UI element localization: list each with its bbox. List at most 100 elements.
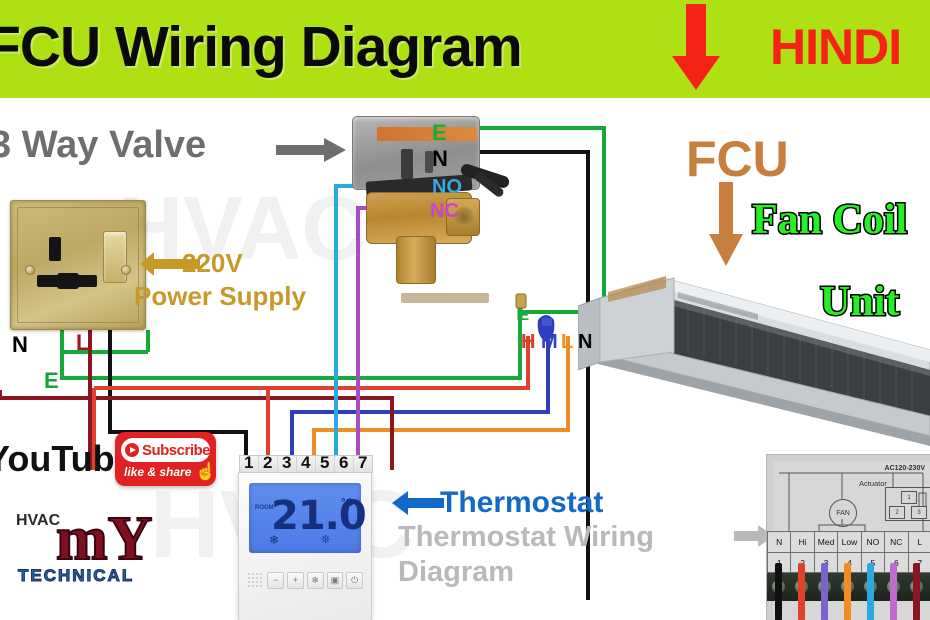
terminal-slot (335, 456, 354, 472)
subscribe-label: Subscribe (141, 441, 211, 459)
wiring-actuator-label: Actuator (859, 479, 887, 488)
wiring-terminal-name-med: Med (813, 531, 838, 553)
socket-neutral-pin (73, 275, 97, 287)
fcu-label: FCU (686, 131, 789, 187)
panel-wire-4-orange (844, 563, 851, 620)
panel-wire-1-black (775, 563, 782, 620)
panel-wire-5-cyan (867, 563, 874, 620)
plus-button[interactable]: + (287, 571, 304, 589)
minus-button[interactable]: − (267, 571, 285, 589)
thermostat-terminal-4: 4 (301, 453, 311, 472)
power-pointer-arrow-icon (140, 252, 200, 276)
valve-bottom-port (396, 236, 436, 284)
thermostat-terminal-5: 5 (320, 453, 330, 472)
valve-no-label: NO (432, 176, 462, 198)
fcu-earth-label: E (519, 307, 530, 324)
terminal-slot (316, 456, 335, 472)
snowflake-icon: ❄ (269, 533, 280, 547)
thermostat-terminal-3: 3 (282, 453, 292, 472)
wiring-actuator-box (885, 487, 930, 521)
wiring-terminal-name-hi: Hi (790, 531, 814, 553)
thermostat-terminal-6: 6 (339, 453, 349, 472)
terminal-slot (297, 456, 316, 472)
panel-wire-2-red (798, 563, 805, 620)
supply-live-label: L (76, 330, 90, 355)
youtube-label: YouTube (0, 438, 135, 479)
valve-side-port-bore (455, 207, 473, 227)
fcu-low-label: L (561, 331, 574, 353)
terminal-slot (240, 456, 259, 472)
three-way-valve (340, 110, 511, 303)
valve-pointer-arrow-icon (276, 138, 346, 162)
logo-top-text: HVAC (16, 512, 61, 529)
supply-neutral-label: N (12, 332, 28, 357)
valve-collar (401, 293, 489, 303)
supply-earth-label: E (44, 368, 59, 393)
fan-icon: ❊ (321, 534, 331, 546)
valve-neutral-label: N (432, 146, 448, 171)
wiring-diagram-pointer-arrow-icon (734, 525, 774, 547)
page-title: FCU Wiring Diagram (0, 15, 523, 79)
lcd-temperature-unit: °C (341, 497, 354, 509)
terminal-slot (259, 456, 278, 472)
valve-nc-label: NC (430, 200, 459, 222)
panel-wire-7-darkred (913, 563, 920, 620)
thermostat-lcd-display: ROOM 21.0 °C ❄ ❊ (249, 483, 367, 553)
power-socket (10, 200, 146, 330)
wiring-fan-symbol: FAN (829, 499, 857, 527)
valve-side-port (446, 198, 480, 236)
wiring-supply-label: AC120-230V (884, 465, 925, 472)
fan-speed-button[interactable]: ❄ (306, 571, 324, 589)
thermostat-label: Thermostat (440, 486, 604, 519)
subscribe-sub-label: like & share (124, 465, 192, 479)
down-arrow-icon (672, 4, 720, 90)
terminal-slot (278, 456, 297, 472)
socket-screw-left (25, 265, 35, 275)
panel-wire-6-purple (890, 563, 897, 620)
lcd-temperature: 21.0 (271, 493, 367, 539)
thermostat-terminal-2: 2 (263, 453, 273, 472)
valve-earth-label: E (432, 120, 447, 145)
logo-bottom-text: TECHNICAL (17, 566, 135, 586)
fcu-connector-group (515, 293, 555, 342)
socket-live-pin (37, 275, 61, 287)
thermostat-wiring-diagram-panel: AC120-230V Actuator FAN 1 2 3 N Hi Med L… (766, 454, 930, 620)
mode-button[interactable]: ▣ (326, 571, 344, 589)
valve-indicator-slot (425, 151, 433, 173)
thermostat-pointer-arrow-icon (392, 491, 444, 515)
channel-logo: HVAC mY TECHNICAL (4, 504, 154, 594)
power-button[interactable]: ⏻ (346, 571, 363, 589)
power-supply-label: Power Supply (134, 281, 306, 311)
valve-manual-lever-slot (401, 149, 413, 179)
speaker-grille-icon (247, 572, 265, 588)
fan-coil-label-line2: Unit (818, 278, 900, 327)
actuator-pin-1: 1 (901, 491, 917, 504)
wiring-terminal-name-row: N Hi Med Low NO NC L (767, 531, 930, 553)
thermostat-device[interactable]: 1 2 3 4 5 6 7 ROOM 21.0 °C ❄ ❊ − + ❄ ▣ ⏻ (238, 453, 373, 620)
wiring-terminal-name-n: N (767, 531, 791, 553)
logo-main-text: mY (55, 504, 153, 574)
subscribe-button[interactable]: Subscribe like & share ☝ (115, 432, 216, 486)
fcu-neutral-label: N (578, 331, 593, 353)
actuator-pin-3: 3 (911, 506, 927, 519)
socket-earth-pin (49, 237, 61, 261)
socket-center-pin (57, 273, 79, 289)
fcu-body (578, 276, 930, 446)
wiring-terminal-name-nc: NC (884, 531, 908, 553)
thermostat-wiring-label-line2: Diagram (398, 556, 515, 588)
header-banner (0, 0, 930, 98)
socket-switch[interactable] (103, 231, 127, 283)
fan-coil-label-line1: Fan Coil (750, 196, 908, 245)
fan-coil-unit (578, 258, 930, 448)
play-icon (125, 443, 139, 457)
wiring-terminal-name-no: NO (860, 531, 885, 553)
panel-wire-3-blue (821, 563, 828, 620)
thermostat-terminal-strip (239, 455, 373, 473)
socket-inner-bezel (17, 207, 139, 323)
three-way-valve-label: 3 Way Valve (0, 124, 207, 166)
fcu-high-label: H (521, 331, 536, 353)
pointing-hand-icon: ☝ (195, 462, 217, 481)
thermostat-button-row: − + ❄ ▣ ⏻ (247, 567, 363, 593)
actuator-pin-2: 2 (889, 506, 905, 519)
